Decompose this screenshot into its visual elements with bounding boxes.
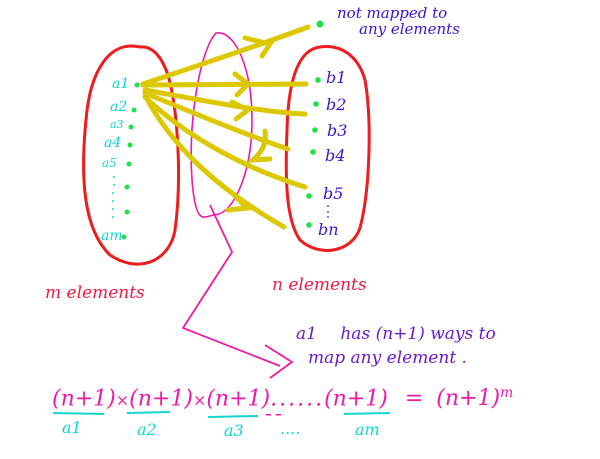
arrow-to-b3: [142, 90, 291, 152]
explanation-text1: has (n+1) ways to: [340, 324, 496, 344]
domain-label-a2: a2: [110, 99, 128, 115]
equation-sub-a3: a3: [224, 421, 244, 440]
equation-sub-a1: a1: [62, 418, 82, 437]
codomain-ellipsis: [327, 205, 329, 218]
arrow-to-b1: [140, 81, 309, 88]
explanation-line1: a1 has (n+1) ways to: [296, 322, 496, 346]
domain-label-a5: a5: [102, 156, 117, 170]
equation-sub-am: am: [355, 420, 380, 439]
equation-dashes: [266, 414, 281, 416]
arrow-to-bn-head: [225, 193, 253, 213]
equation-term-2: (n+1): [129, 386, 193, 412]
codomain-label-b1: b1: [326, 68, 347, 87]
explanation-subject: a1: [296, 324, 317, 344]
equation-equals: =: [404, 386, 424, 412]
codomain-label-b5: b5: [323, 184, 344, 203]
equation-term-m: (n+1): [324, 386, 388, 412]
equation-op-2: ×: [192, 390, 207, 410]
equation-ellipsis: ......: [270, 386, 325, 412]
codomain-caption: n elements: [272, 275, 367, 295]
codomain-label-bn: bn: [318, 220, 339, 239]
domain-label-a4: a4: [104, 135, 122, 151]
equation: (n+1)×(n+1)×(n+1)......(n+1) = (n+1)m: [52, 385, 513, 411]
arrow-to-b2-head: [229, 99, 253, 122]
domain-label-am: am: [101, 228, 123, 244]
arrow-to-b3-head: [245, 128, 273, 163]
domain-ellipsis: [112, 176, 115, 218]
pointer-arrowhead: [264, 344, 294, 379]
codomain-label-b2: b2: [326, 95, 347, 114]
unmapped-label: not mapped to any elements: [337, 5, 460, 37]
equation-term-1: (n+1): [52, 386, 116, 412]
domain-points: [121, 82, 140, 240]
equation-result-exp: m: [500, 385, 514, 401]
unmapped-point: [316, 20, 324, 28]
codomain-set-outline: [284, 45, 371, 252]
codomain-points: [306, 77, 321, 228]
equation-sub-a2: a2: [137, 420, 157, 439]
pointer-line: [181, 204, 281, 367]
arrow-to-unmapped: [140, 24, 311, 87]
arrow-to-b4: [142, 94, 308, 190]
domain-caption: m elements: [45, 283, 145, 303]
arrow-to-b5: [144, 96, 287, 230]
mapping-arrows: [140, 24, 311, 230]
unmapped-label-line2: any elements: [359, 20, 460, 38]
domain-label-a3: a3: [110, 118, 124, 131]
explanation-line2: map any element .: [308, 348, 467, 368]
unmapped-label-line1: not mapped to: [337, 4, 448, 22]
domain-label-a1: a1: [112, 76, 130, 92]
arrow-to-unmapped-head: [242, 35, 275, 59]
codomain-label-b4: b4: [325, 146, 346, 165]
arrow-to-b2: [142, 87, 308, 117]
explanation-note: a1 has (n+1) ways to map any element .: [296, 322, 496, 370]
equation-result-base: (n+1): [436, 386, 501, 412]
arrow-to-b1-head: [232, 71, 252, 98]
equation-underlines: [52, 411, 391, 418]
equation-term-3: (n+1): [206, 386, 271, 412]
codomain-label-b3: b3: [327, 121, 348, 140]
equation-sub-dots: ....: [280, 419, 301, 438]
equation-op-1: ×: [115, 390, 130, 410]
